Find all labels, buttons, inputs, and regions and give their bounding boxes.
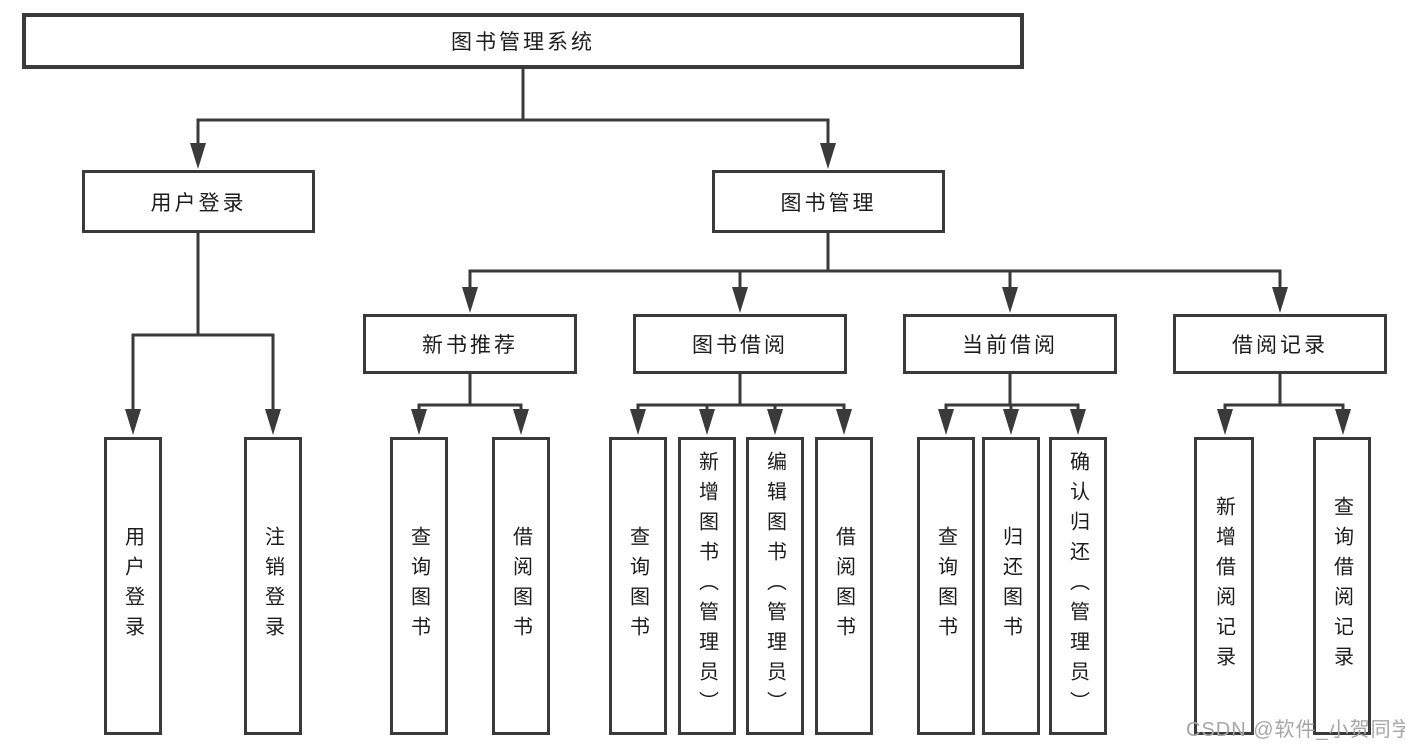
node-label: 借阅图书 <box>509 526 532 646</box>
node-label: 图书借阅 <box>692 334 788 357</box>
node-label: 图书管理 <box>780 191 877 215</box>
node-label: 新书推荐 <box>422 334 518 357</box>
node-label: 借阅图书 <box>832 526 855 646</box>
node-user-login: 用户登录 <box>82 170 315 233</box>
node-label: 图书管理系统 <box>451 31 595 54</box>
node-borrow-records: 借阅记录 <box>1173 314 1387 374</box>
leaf-return-books: 归还图书 <box>982 437 1040 735</box>
node-label: 用户登录 <box>150 191 247 215</box>
node-label: 编辑图书（管理员） <box>763 451 786 721</box>
leaf-add-book-admin: 新增图书（管理员） <box>678 437 736 735</box>
node-root-library-system: 图书管理系统 <box>22 13 1024 69</box>
node-current-borrow: 当前借阅 <box>903 314 1117 374</box>
leaf-borrow-books: 借阅图书 <box>815 437 873 735</box>
leaf-user-login: 用户登录 <box>104 437 162 735</box>
node-label: 当前借阅 <box>962 334 1058 357</box>
node-label: 确认归还（管理员） <box>1066 451 1089 721</box>
node-label: 归还图书 <box>999 526 1022 646</box>
leaf-confirm-return-admin: 确认归还（管理员） <box>1049 437 1107 735</box>
leaf-edit-book-admin: 编辑图书（管理员） <box>746 437 804 735</box>
leaf-logout: 注销登录 <box>244 437 302 735</box>
node-label: 新增借阅记录 <box>1212 496 1235 676</box>
leaf-add-borrow-record: 新增借阅记录 <box>1194 437 1254 735</box>
node-label: 查询图书 <box>934 526 957 646</box>
node-label: 注销登录 <box>261 526 284 646</box>
leaf-query-books-recommend: 查询图书 <box>390 437 448 735</box>
leaf-query-books-borrow: 查询图书 <box>609 437 667 735</box>
node-book-borrow: 图书借阅 <box>633 314 847 374</box>
node-label: 查询图书 <box>626 526 649 646</box>
node-label: 查询借阅记录 <box>1330 496 1353 676</box>
leaf-borrow-books-recommend: 借阅图书 <box>492 437 550 735</box>
leaf-query-books-current: 查询图书 <box>917 437 975 735</box>
node-label: 用户登录 <box>121 526 144 646</box>
node-new-book-recommend: 新书推荐 <box>363 314 577 374</box>
node-label: 新增图书（管理员） <box>695 451 718 721</box>
csdn-watermark: CSDN @软件_小贺同学 <box>1186 719 1405 741</box>
node-book-management: 图书管理 <box>712 170 945 233</box>
leaf-query-borrow-record: 查询借阅记录 <box>1313 437 1371 735</box>
connector-arrowheads <box>125 143 1351 435</box>
node-label: 借阅记录 <box>1232 334 1328 357</box>
node-label: 查询图书 <box>407 526 430 646</box>
